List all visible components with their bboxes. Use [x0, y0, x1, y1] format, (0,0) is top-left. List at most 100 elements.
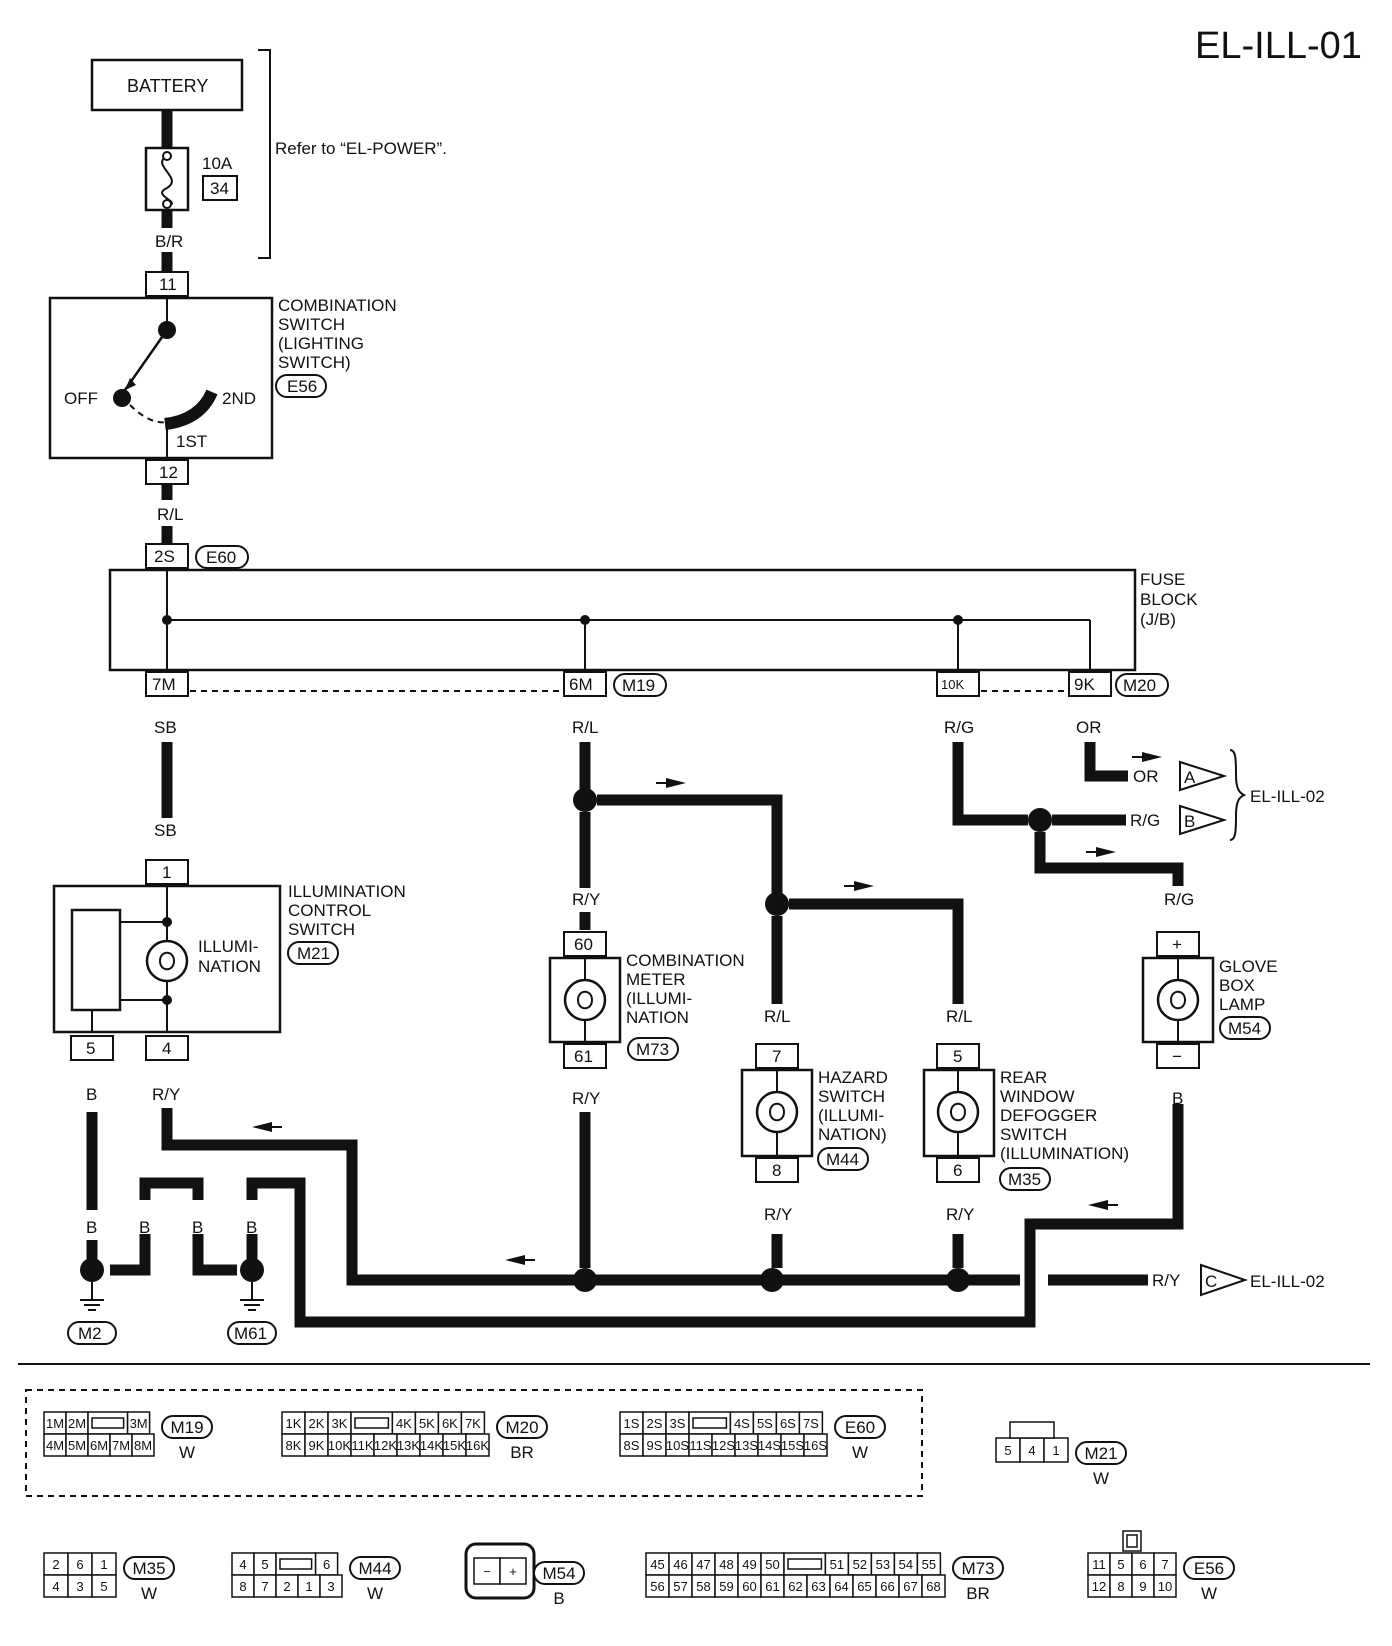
pin-cell	[319, 1574, 343, 1598]
pin-label: 2M	[68, 1416, 86, 1431]
hazard-switch-label: HAZARD SWITCH (ILLUMI- NATION)	[818, 1068, 888, 1144]
pin-label: 10K	[328, 1438, 351, 1453]
fb-conn-m19: M19	[622, 676, 655, 695]
meter-pin-60: 60	[574, 935, 593, 954]
pin-cell	[131, 1433, 155, 1457]
defogger-bulb-icon	[936, 1090, 980, 1134]
pin-label: 52	[853, 1557, 867, 1572]
pin-label: 53	[876, 1557, 890, 1572]
ref-c-target: EL-ILL-02	[1250, 1272, 1325, 1291]
connector-name: M54	[542, 1564, 575, 1583]
combo-switch-label: COMBINATION SWITCH (LIGHTING SWITCH)	[278, 296, 397, 372]
pin-label: 7	[261, 1579, 268, 1594]
defogger-switch-conn: M35	[1008, 1170, 1041, 1189]
wire-rl-label-2: R/L	[572, 718, 598, 737]
fb-conn-m20: M20	[1123, 676, 1156, 695]
pin-cell	[783, 1552, 827, 1576]
pin-label: 63	[811, 1579, 825, 1594]
svg-text:(ILLUMI-: (ILLUMI-	[626, 989, 692, 1008]
pin-label: 2	[52, 1557, 59, 1572]
defogger-pin-5: 5	[953, 1047, 962, 1066]
hazard-switch-conn: M44	[826, 1150, 859, 1169]
connector-name: M35	[132, 1559, 165, 1578]
illum-pin-4: 4	[162, 1039, 171, 1058]
wire-rl-label-1: R/L	[157, 505, 183, 524]
svg-text:COMBINATION: COMBINATION	[278, 296, 397, 315]
connector-name: M21	[1084, 1444, 1117, 1463]
ref-ab-target: EL-ILL-02	[1250, 787, 1325, 806]
pin-cell	[465, 1433, 490, 1457]
pin-cell	[350, 1411, 394, 1435]
hazard-pin-8: 8	[772, 1161, 781, 1180]
svg-text:SWITCH): SWITCH)	[278, 353, 351, 372]
svg-text:(ILLUMI-: (ILLUMI-	[818, 1106, 884, 1125]
svg-text:LAMP: LAMP	[1219, 995, 1265, 1014]
pin-label: 46	[673, 1557, 687, 1572]
wire-b-label-6: B	[1172, 1089, 1183, 1108]
svg-text:METER: METER	[626, 970, 686, 989]
svg-text:(ILLUMINATION): (ILLUMINATION)	[1000, 1144, 1129, 1163]
svg-text:SWITCH: SWITCH	[1000, 1125, 1067, 1144]
pin-cell	[803, 1433, 828, 1457]
battery-box	[90, 58, 244, 112]
pin-label: 6	[323, 1557, 330, 1572]
illum-pin-1: 1	[162, 863, 171, 882]
fuse-note: Refer to “EL-POWER”.	[275, 139, 447, 158]
ref-a-label: A	[1184, 768, 1196, 787]
svg-text:(LIGHTING: (LIGHTING	[278, 334, 364, 353]
pin-label: 4M	[46, 1438, 64, 1453]
pin-label: 56	[650, 1579, 664, 1594]
fb-pin-7m: 7M	[152, 675, 176, 694]
svg-text:COMBINATION: COMBINATION	[626, 951, 745, 970]
pin-label: 1	[100, 1557, 107, 1572]
glove-lamp-label: GLOVE BOX LAMP	[1219, 957, 1278, 1014]
combo-switch-conn: E56	[287, 377, 317, 396]
ground-m2-label: M2	[78, 1324, 102, 1343]
wire-ry-label-3: R/Y	[572, 1089, 600, 1108]
wire-sb-label-2: SB	[154, 821, 177, 840]
pin-label: 4	[1028, 1443, 1035, 1458]
pin-label: 8S	[624, 1438, 640, 1453]
pin-label: 5M	[68, 1438, 86, 1453]
connector-name: E56	[1194, 1559, 1224, 1578]
connector-name: M20	[505, 1418, 538, 1437]
svg-text:SWITCH: SWITCH	[288, 920, 355, 939]
pin-label: 1	[305, 1579, 312, 1594]
pin-label: 13K	[397, 1438, 420, 1453]
pin-label: 48	[719, 1557, 733, 1572]
pin-label: 57	[673, 1579, 687, 1594]
meter-pin-61: 61	[574, 1047, 593, 1066]
svg-text:BOX: BOX	[1219, 976, 1255, 995]
pin-label: 5S	[757, 1416, 773, 1431]
wire-br-label: B/R	[155, 232, 183, 251]
defogger-switch-label: REAR WINDOW DEFOGGER SWITCH (ILLUMINATIO…	[1000, 1068, 1129, 1163]
pin-label: 6	[1139, 1557, 1146, 1572]
connector-color: W	[179, 1443, 195, 1462]
pin-cell	[275, 1552, 317, 1576]
pin-label: 8M	[134, 1438, 152, 1453]
pin-label: 5	[261, 1557, 268, 1572]
pin-label: 9S	[647, 1438, 663, 1453]
battery-label: BATTERY	[127, 76, 208, 96]
svg-text:FUSE: FUSE	[1140, 570, 1185, 589]
illum-switch-conn: M21	[297, 944, 330, 963]
fuse-block-label: FUSE BLOCK (J/B)	[1140, 570, 1198, 629]
connector-color: W	[141, 1584, 157, 1603]
svg-text:HAZARD: HAZARD	[818, 1068, 888, 1087]
pin-label: 4K	[396, 1416, 412, 1431]
pin-cell	[995, 1437, 1021, 1463]
connector-color: W	[1093, 1469, 1109, 1488]
pin-label: 7S	[803, 1416, 819, 1431]
pin-label: 5	[1117, 1557, 1124, 1572]
pin-label: 6M	[90, 1438, 108, 1453]
pin-label: 68	[926, 1579, 940, 1594]
page-title: EL-ILL-01	[1195, 25, 1362, 67]
switch-2nd-label: 2ND	[222, 389, 256, 408]
ref-c-label: C	[1205, 1272, 1217, 1291]
